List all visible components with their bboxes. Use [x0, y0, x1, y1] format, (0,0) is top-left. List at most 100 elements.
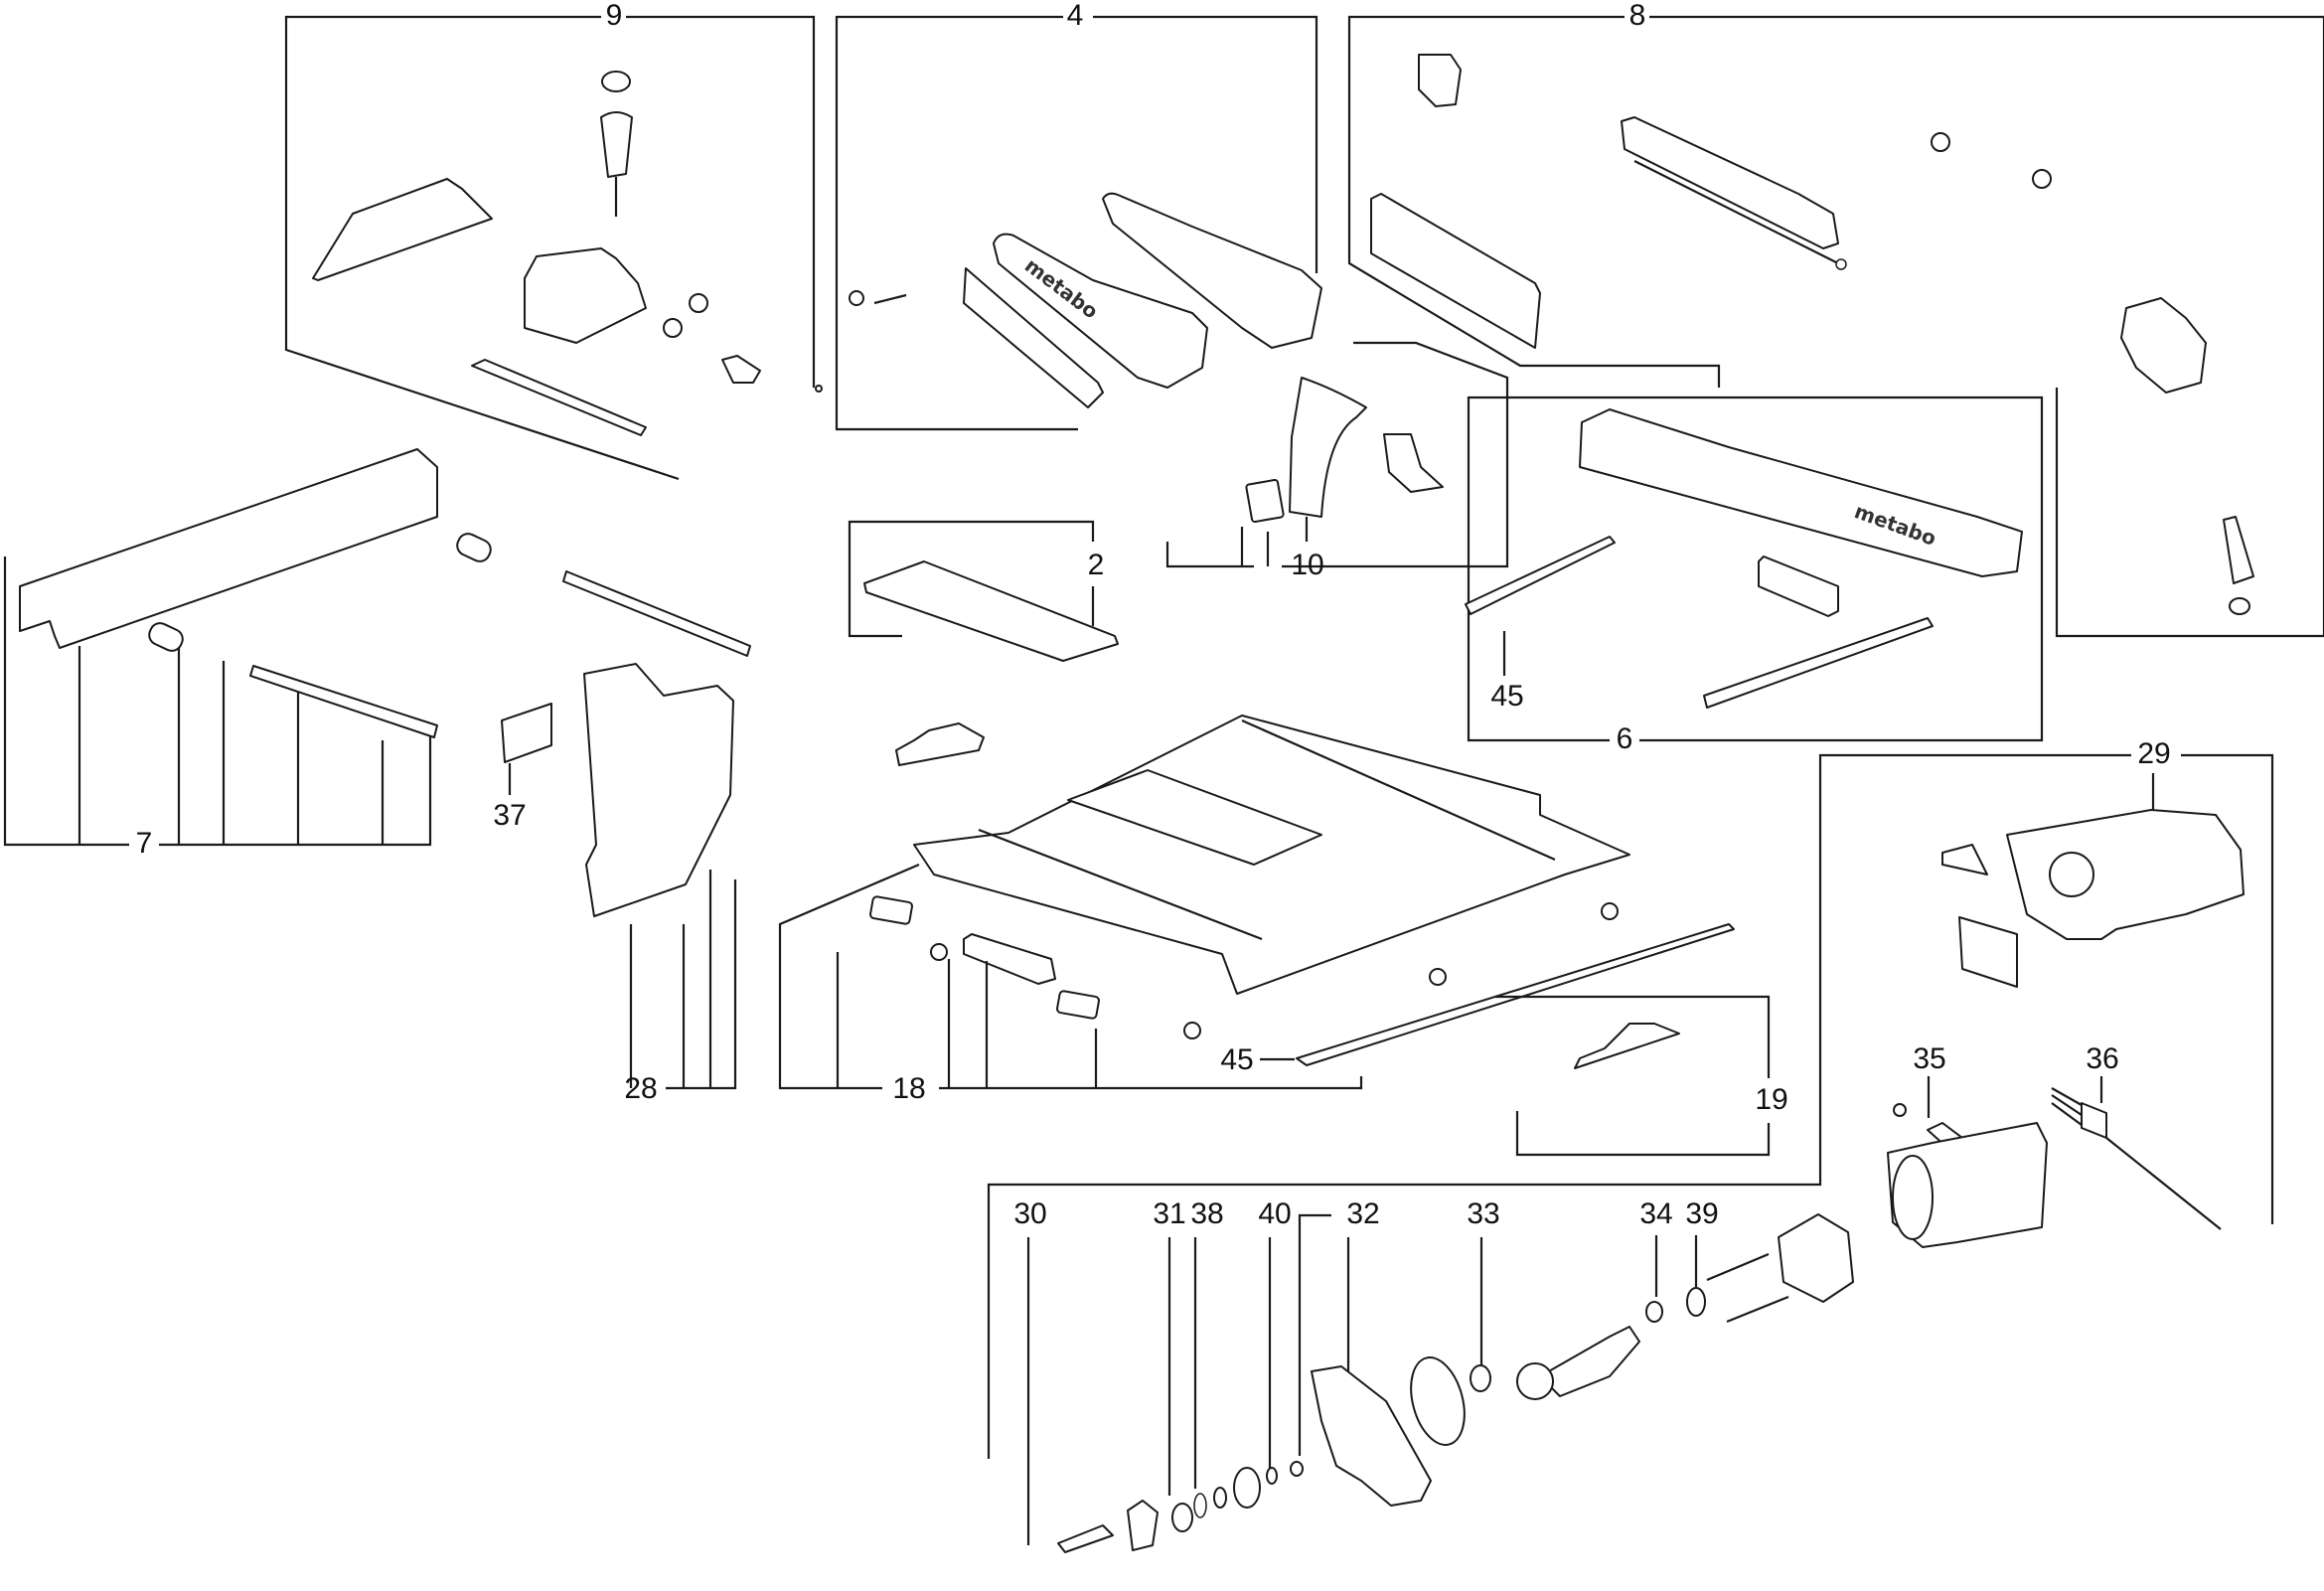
callout-label-9: 9 — [606, 0, 623, 32]
extension-bar-top-part — [1465, 536, 1616, 615]
fence-rail-rear-part — [1621, 116, 1839, 249]
rod-end-part — [1835, 258, 1847, 270]
table-opening-part — [1067, 769, 1322, 866]
sleeve-part — [1290, 1461, 1304, 1477]
callout-label-29: 29 — [2137, 737, 2170, 770]
callout-label-10: 10 — [1291, 549, 1323, 581]
fence-rail-front-part — [1370, 193, 1541, 349]
callout-label-6: 6 — [1617, 722, 1633, 755]
pin-part — [815, 385, 823, 393]
callout-frame-29 — [987, 753, 2131, 1459]
callout-label-34: 34 — [1639, 1197, 1672, 1230]
group-19-tube-clamp: 19 — [1495, 995, 1788, 1157]
callout-frame-9 — [284, 15, 680, 481]
callout-frame-29-right — [2181, 753, 2274, 1224]
callout-frame-9-right — [626, 15, 816, 388]
rear-rail-part — [19, 448, 438, 649]
levelling-foot-part — [1183, 1022, 1201, 1039]
callout-frame-18-right — [939, 1076, 1363, 1090]
washer-part — [1233, 1467, 1261, 1509]
support-tube-part — [249, 665, 438, 738]
fence-handle-part — [2223, 516, 2254, 584]
guard-cover-left-part — [963, 267, 1104, 408]
motor-cover-opening — [1892, 1155, 1934, 1240]
callout-frame-7 — [3, 557, 129, 847]
callout-label-31: 31 — [1153, 1197, 1185, 1230]
tube-clamp-part — [895, 722, 985, 766]
callout-label-38: 38 — [1190, 1197, 1223, 1230]
knob-cap-part — [601, 71, 631, 92]
wire-part — [2051, 1094, 2083, 1116]
callout-frame-28-right — [666, 879, 737, 1090]
knife-bracket-part — [1383, 433, 1444, 493]
callout-label-36: 36 — [2086, 1042, 2118, 1075]
levelling-foot-part — [1601, 902, 1619, 920]
bearing-sleeve-part — [1686, 1287, 1706, 1317]
callout-frame-8 — [1347, 15, 1721, 388]
nut-part — [663, 318, 683, 338]
nut-part — [689, 293, 708, 313]
knob-part — [849, 290, 864, 306]
wire-part — [2051, 1102, 2083, 1126]
clamp-plate-part — [1245, 478, 1285, 524]
callout-frame-7-right — [159, 730, 432, 847]
extension-table-part — [1579, 408, 2023, 577]
knob-part — [2032, 169, 2052, 189]
levelling-foot-part — [1429, 968, 1447, 986]
callout-label-45b: 45 — [1220, 1043, 1253, 1076]
fence-clamp-part — [1418, 54, 1462, 107]
protractor-body-part — [524, 247, 647, 344]
lock-lever-part — [721, 355, 761, 384]
spindle-part — [1057, 1524, 1114, 1553]
cap-part — [2229, 597, 2250, 615]
callout-frame-2 — [848, 520, 1095, 638]
fence-rod-part — [1633, 160, 1839, 264]
stator-part — [1778, 1213, 1854, 1303]
group-18-main-table: 18 45 — [778, 715, 1735, 1105]
callout-frame-6 — [1467, 396, 2044, 742]
motor-internals: 30 31 38 40 32 33 34 39 — [1013, 1197, 1854, 1553]
armature-part — [1539, 1326, 1640, 1397]
motor-flange-part — [2049, 852, 2094, 897]
foot-part — [869, 895, 913, 925]
spacer-part — [1213, 1487, 1227, 1509]
callout-frame-4-right — [1093, 15, 1318, 273]
mitre-slot — [1241, 718, 1556, 862]
callout-label-19: 19 — [1755, 1083, 1787, 1116]
callout-label-8: 8 — [1629, 0, 1646, 32]
group-4-blade-guard: 4 metabo — [835, 0, 1322, 431]
insert-plate-part — [863, 560, 1119, 662]
callout-label-4: 4 — [1067, 0, 1084, 32]
callout-frame-10 — [1165, 542, 1254, 568]
switch-part — [2081, 1102, 2107, 1139]
table-handle-part — [963, 933, 1056, 985]
callout-frame-10-right — [1282, 341, 1509, 568]
mitre-rail-part — [471, 359, 647, 436]
tube-sleeve-part — [456, 533, 492, 562]
bolt-part — [873, 293, 907, 305]
group-10-riving-knife: 10 — [1165, 341, 1509, 581]
knob-part — [1931, 132, 1950, 152]
cable-part — [2105, 1137, 2222, 1230]
scale-strip-part — [1296, 923, 1735, 1066]
wire-part — [2051, 1087, 2083, 1106]
foot-part — [1056, 990, 1100, 1020]
group-6-extension: 6 45 metabo — [1465, 396, 2044, 755]
motor-mount-part — [1941, 844, 1988, 875]
callout-frame-18 — [778, 863, 920, 1090]
washer-part — [1645, 1301, 1663, 1323]
callout-label-28: 28 — [624, 1072, 657, 1105]
callout-label-30: 30 — [1013, 1197, 1046, 1230]
motor-housing-part — [2006, 809, 2245, 940]
label-plate-part — [501, 703, 552, 763]
mitre-fence-part — [312, 178, 493, 281]
group-9-mitre-gauge: 9 — [284, 0, 823, 481]
callout-label-39: 39 — [1685, 1197, 1718, 1230]
callout-label-35: 35 — [1913, 1042, 1945, 1075]
bearing-part — [1470, 1364, 1491, 1392]
callout-label-33: 33 — [1467, 1197, 1499, 1230]
tube-sleeve-part — [148, 622, 184, 652]
handle-part — [600, 111, 633, 178]
riving-knife-part — [1289, 377, 1367, 518]
